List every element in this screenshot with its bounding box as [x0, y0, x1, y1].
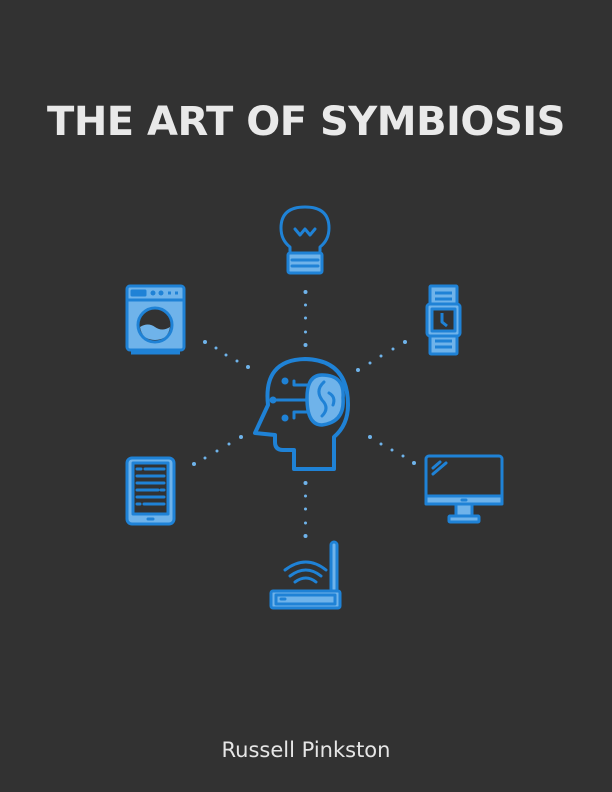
lightbulb-icon — [279, 205, 331, 275]
smartwatch-icon — [425, 284, 462, 356]
head-with-brain-circuit-icon — [253, 357, 350, 471]
desktop-monitor-icon — [424, 454, 504, 524]
book-title: THE ART OF SYMBIOSIS — [47, 99, 565, 145]
author-name: Russell Pinkston — [221, 738, 391, 762]
connector-dots — [192, 290, 416, 538]
ebook-reader-icon — [125, 456, 176, 526]
washing-machine-icon — [125, 284, 186, 355]
wifi-router-icon — [269, 540, 342, 610]
